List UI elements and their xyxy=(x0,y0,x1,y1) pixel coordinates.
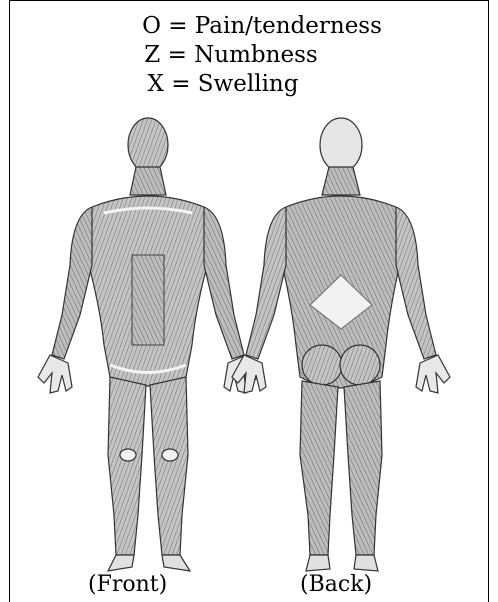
front-left-foot xyxy=(108,555,134,571)
front-right-arm xyxy=(204,207,244,359)
back-left-arm xyxy=(246,207,286,359)
front-left-leg xyxy=(108,377,146,555)
front-right-foot xyxy=(162,555,190,571)
back-right-hand xyxy=(416,355,450,393)
front-left-hand xyxy=(38,355,72,393)
back-left-foot xyxy=(306,555,330,571)
back-neck xyxy=(322,167,360,195)
front-right-leg xyxy=(150,377,188,555)
caption-front: (Front) xyxy=(88,571,167,599)
body-figures xyxy=(0,115,498,585)
back-right-foot xyxy=(354,555,378,571)
back-right-leg xyxy=(344,381,382,555)
front-head xyxy=(128,118,168,172)
legend: O = Pain/tenderness Z = Numbness X = Swe… xyxy=(0,12,498,99)
back-right-arm xyxy=(396,207,436,359)
legend-pain: O = Pain/tenderness xyxy=(26,12,498,41)
legend-swelling: X = Swelling xyxy=(0,70,498,99)
front-left-arm xyxy=(52,207,92,359)
caption-back: (Back) xyxy=(300,571,372,599)
legend-numbness: Z = Numbness xyxy=(0,41,498,70)
front-neck xyxy=(130,167,166,195)
back-left-leg xyxy=(300,381,338,555)
back-figure xyxy=(232,118,450,571)
back-head xyxy=(320,118,362,172)
front-figure xyxy=(38,118,258,571)
